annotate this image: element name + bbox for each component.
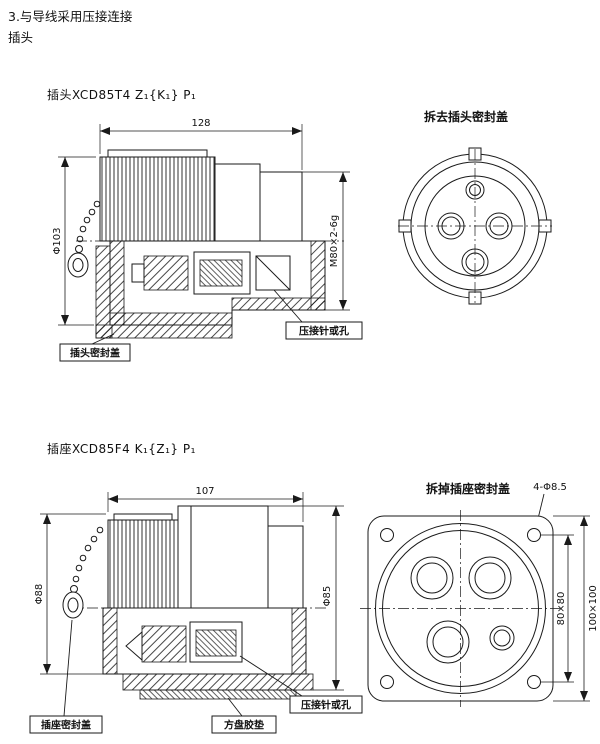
socket-seal-cover-callout: 插座密封盖 [29, 619, 103, 734]
plug-crimp-contacts [131, 251, 291, 295]
socket-dim-hole-spacing: 80×80 [556, 592, 567, 626]
socket-contacts [410, 556, 515, 664]
plug-seal-cover-label: 插头密封盖 [70, 347, 120, 360]
plug-rear-shell [259, 171, 303, 242]
bolt-hole-top-right [527, 528, 541, 542]
socket-shell-diameter-dimension: Φ85 [268, 505, 344, 691]
plug-coupling-nut [99, 149, 216, 242]
plug-crimp-callout: 压接针或孔 [273, 289, 363, 340]
plug-side-view-drawing: 128 [52, 118, 363, 362]
page-heading: 3.与导线采用压接连接 [8, 9, 133, 24]
socket-rear-shell [267, 525, 304, 609]
plug-diameter-dimension: Φ103 [52, 156, 96, 326]
plug-cross-section [109, 240, 326, 326]
socket-dim-length: 107 [195, 486, 214, 497]
socket-seal-cover-label: 插座密封盖 [41, 719, 91, 732]
socket-front-view-drawing: 4-Φ8.5 80×80 [360, 482, 599, 707]
bolt-hole-bottom-left [380, 675, 394, 689]
socket-flange-section [122, 673, 314, 691]
plug-crimp-label: 压接针或孔 [299, 325, 349, 338]
socket-pad-label: 方盘胶垫 [224, 719, 264, 732]
socket-crimp-callout: 压接针或孔 [239, 655, 363, 714]
socket-dim-diameter-shell: Φ85 [322, 586, 333, 607]
plug-seal-cover-callout: 插头密封盖 [59, 333, 131, 362]
plug-length-dimension: 128 [99, 118, 303, 170]
plug-thread-dimension: M80×2-6g [302, 171, 350, 311]
plug-dim-length: 128 [191, 118, 210, 129]
socket-dim-bolt-holes: 4-Φ8.5 [533, 482, 567, 493]
page-subheading: 插头 [8, 30, 34, 45]
plug-model-title: 插头XCD85T4 Z₁{K₁} P₁ [47, 88, 197, 102]
socket-dust-cap-chain [62, 526, 104, 619]
plug-mid-shell [214, 163, 261, 242]
socket-flange-size-dimension: 100×100 [553, 515, 599, 702]
bolt-hole-bottom-right [527, 675, 541, 689]
plug-front-view-body [398, 147, 552, 305]
socket-dim-diameter-nut: Φ88 [34, 584, 45, 605]
socket-cross-section [102, 607, 307, 675]
socket-rubber-pad-section [139, 689, 297, 700]
socket-model-title: 插座XCD85F4 K₁{Z₁} P₁ [47, 442, 196, 456]
bolt-hole-top-left [380, 528, 394, 542]
socket-pad-callout: 方盘胶垫 [211, 697, 277, 734]
plug-dim-thread: M80×2-6g [329, 215, 340, 267]
socket-flange-face [360, 510, 560, 707]
plug-front-view-title: 拆去插头密封盖 [424, 110, 509, 124]
socket-crimp-label: 压接针或孔 [301, 699, 351, 712]
socket-coupling-nut [107, 513, 179, 609]
socket-side-view-drawing: 107 [29, 486, 363, 734]
plug-seal-cover-section [95, 245, 233, 339]
socket-front-view-title: 拆掉插座密封盖 [426, 482, 511, 496]
socket-dim-flange-size: 100×100 [588, 585, 599, 632]
plug-dim-diameter: Φ103 [52, 228, 63, 255]
socket-length-dimension: 107 [107, 486, 304, 522]
socket-hole-spacing-dimension: 80×80 [541, 534, 574, 683]
plug-front-view-drawing [398, 147, 552, 305]
socket-shell [177, 505, 269, 609]
socket-nut-diameter-dimension: Φ88 [34, 513, 106, 675]
plug-dust-cap-chain [67, 200, 101, 278]
socket-crimp-contacts [125, 621, 243, 663]
